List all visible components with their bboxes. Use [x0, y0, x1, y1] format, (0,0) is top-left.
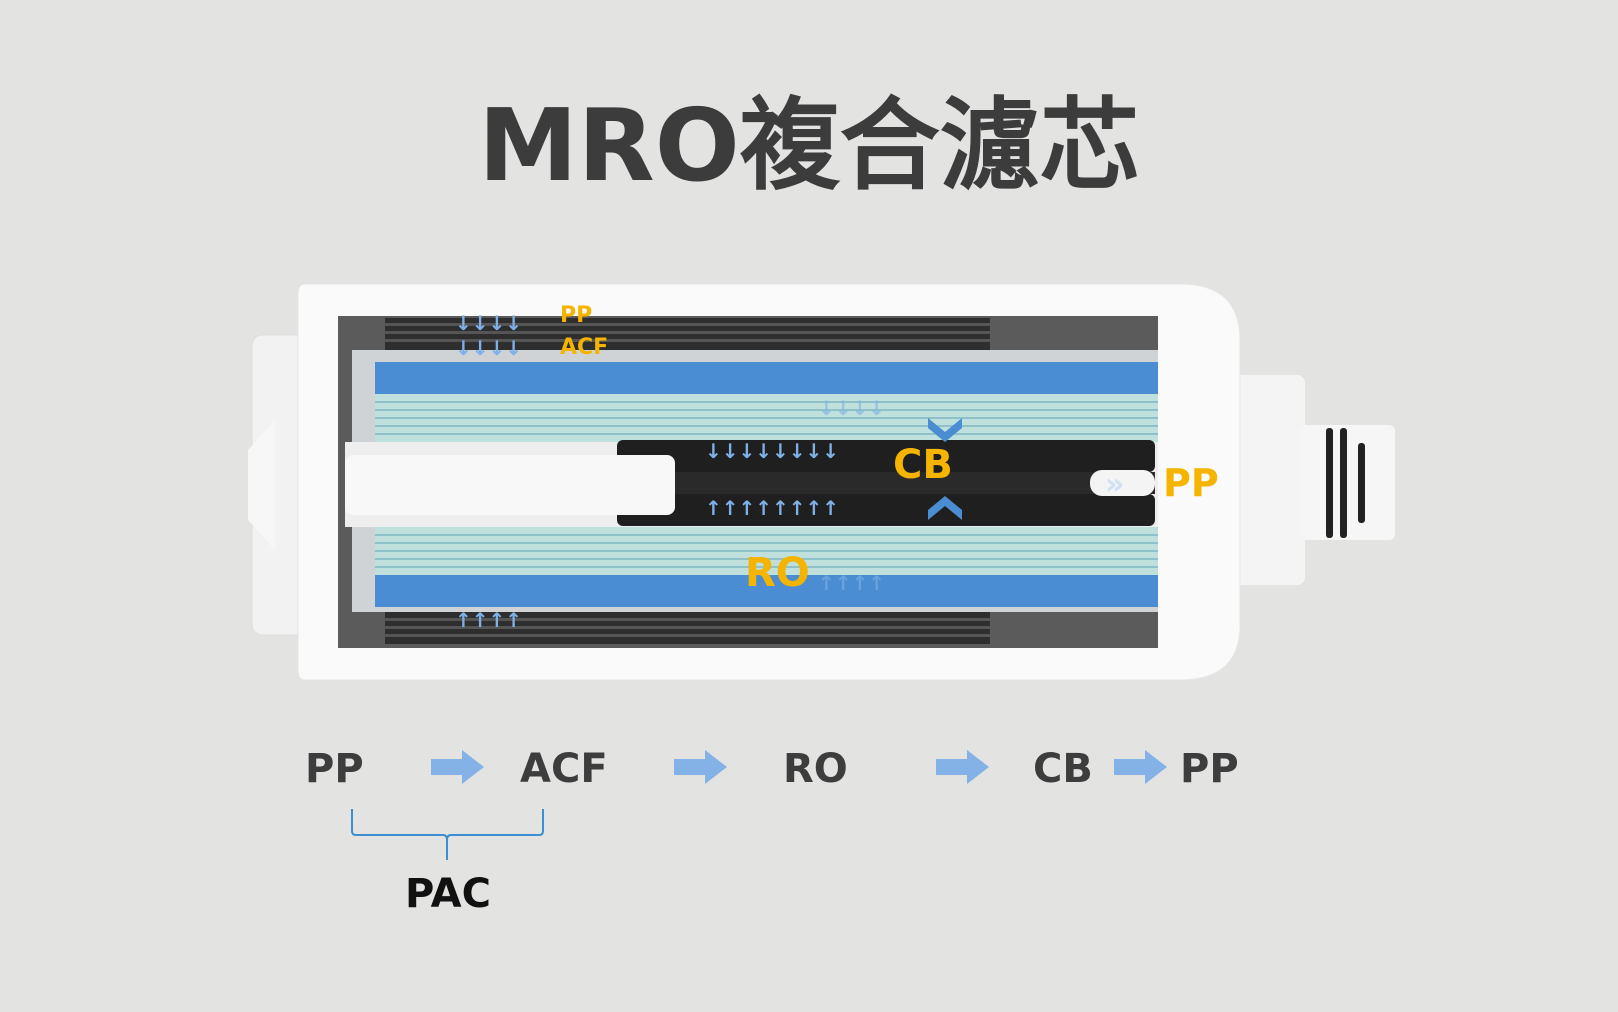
svg-text:»: » — [1105, 467, 1124, 502]
outlet-neck — [1225, 375, 1305, 585]
arrow-right-icon — [1114, 750, 1167, 784]
o-ring — [1340, 428, 1347, 538]
svg-text:↑↑↑↑↑↑↑↑: ↑↑↑↑↑↑↑↑ — [705, 496, 839, 520]
svg-text:↓↓↓↓: ↓↓↓↓ — [818, 396, 885, 420]
label-ro: RO — [745, 550, 810, 596]
flow-step-pp-final: PP — [1180, 746, 1239, 792]
svg-text:↓↓↓↓: ↓↓↓↓ — [455, 336, 522, 360]
label-cb: CB — [893, 442, 953, 488]
ro-membrane-bottom — [375, 575, 1158, 607]
pac-bracket — [351, 809, 544, 860]
outlet-fitting — [1300, 425, 1395, 540]
cb-carbon-block-bottom — [617, 494, 1155, 526]
flow-step-cb: CB — [1033, 746, 1093, 792]
chevron-down-icon — [928, 418, 962, 442]
svg-text:↓↓↓↓: ↓↓↓↓ — [455, 311, 522, 335]
flow-step-acf: ACF — [520, 746, 608, 792]
label-pp-outer: PP — [560, 303, 592, 328]
arrow-right-icon — [936, 750, 989, 784]
label-acf: ACF — [560, 335, 608, 360]
inlet-tab — [248, 420, 275, 550]
pac-label: PAC — [405, 871, 491, 917]
o-ring — [1326, 428, 1333, 538]
outlet-tube — [1090, 470, 1155, 496]
svg-text:↑↑↑↑: ↑↑↑↑ — [818, 571, 885, 595]
ro-membrane-top — [375, 362, 1158, 394]
cb-carbon-block-core — [617, 472, 1155, 494]
chevron-up-icon — [928, 496, 962, 520]
cb-carbon-block-top — [617, 440, 1155, 472]
flow-sequence: PP ACF RO CB PP PAC — [305, 746, 1239, 917]
svg-text:↓↓↓↓↓↓↓↓: ↓↓↓↓↓↓↓↓ — [705, 439, 839, 463]
label-pp-outlet: PP — [1163, 461, 1219, 505]
page-title: MRO複合濾芯 — [478, 87, 1140, 204]
flow-step-pp: PP — [305, 746, 364, 792]
arrow-right-icon — [431, 750, 484, 784]
inlet-tube — [345, 455, 675, 515]
filter-cartridge-cutaway: ↓↓↓↓↓↓↓↓ ↑↑↑↑ ↓↓↓↓ ↑↑↑↑ ↓↓↓↓↓↓↓↓ ↑↑↑↑↑↑↑… — [248, 283, 1395, 681]
flow-step-ro: RO — [783, 746, 848, 792]
svg-text:↑↑↑↑: ↑↑↑↑ — [455, 608, 522, 632]
o-ring — [1358, 443, 1365, 523]
flow-arrows-icon: ↓↓↓↓↓↓↓↓ ↑↑↑↑ ↓↓↓↓ ↑↑↑↑ ↓↓↓↓↓↓↓↓ ↑↑↑↑↑↑↑… — [455, 311, 1124, 632]
arrow-right-icon — [674, 750, 727, 784]
